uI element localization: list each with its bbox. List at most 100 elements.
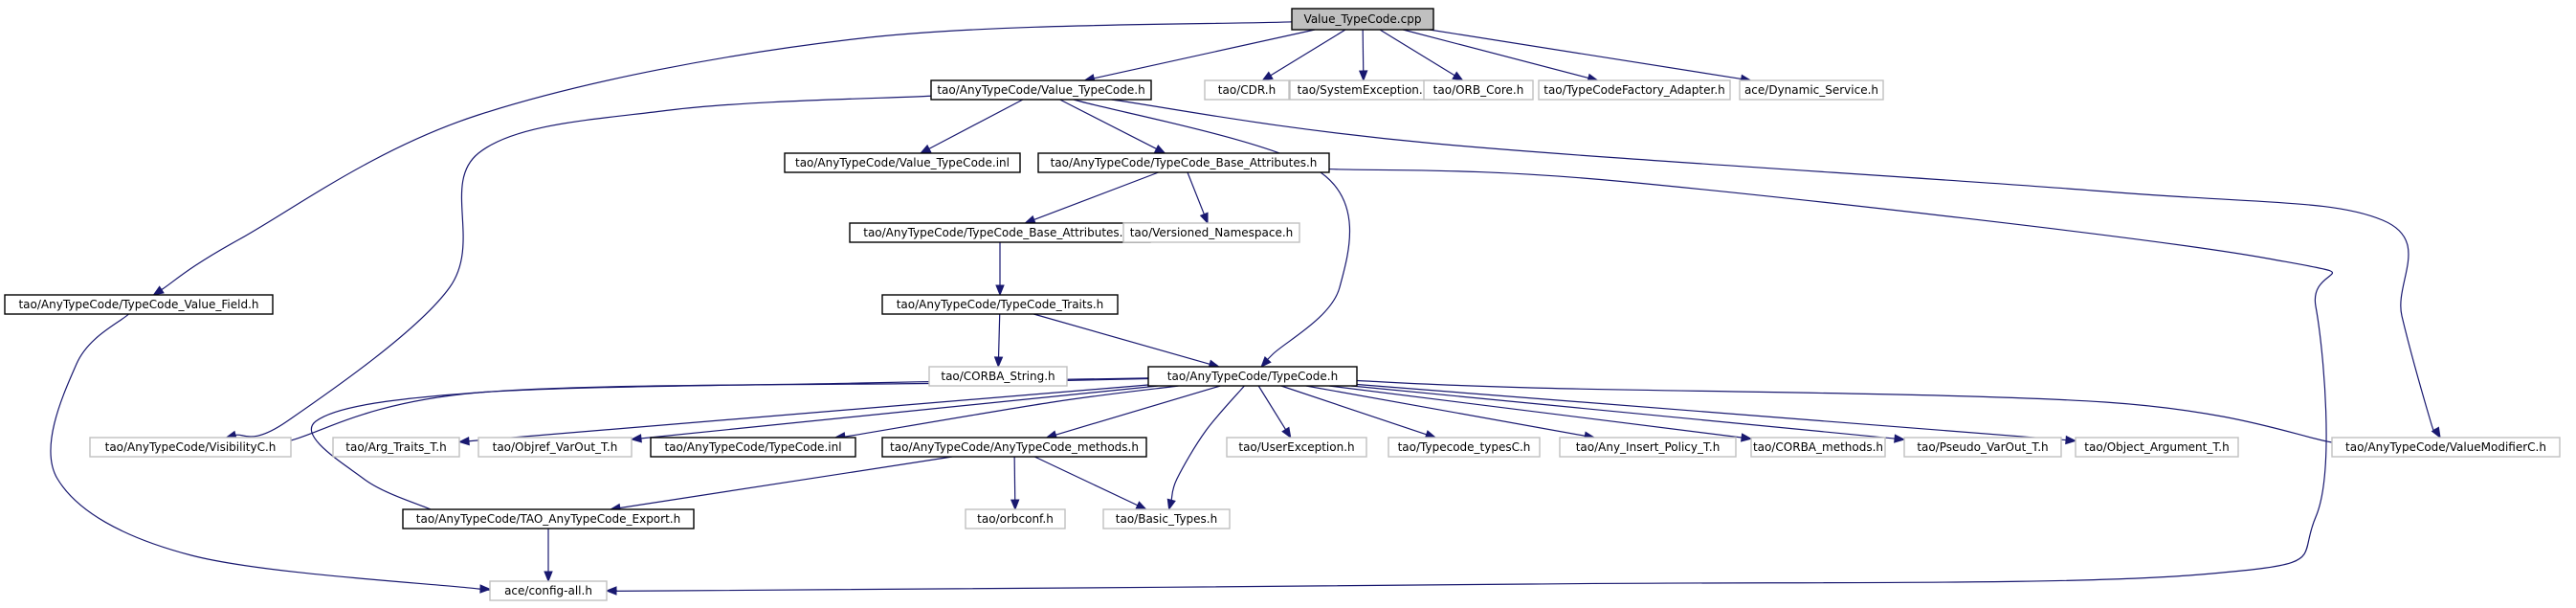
edge-typecode_traits_h-to-typecode_h (1033, 313, 1221, 369)
node-box (477, 437, 633, 458)
node-box (1291, 8, 1434, 31)
node-value-typecode-inl[interactable]: tao/AnyTypeCode/Value_TypeCode.inl (784, 152, 1021, 173)
edge-value_typecode_h-to-value_typecode_inl (919, 99, 1024, 154)
node-typecode-h[interactable]: tao/AnyTypeCode/TypeCode.h (1147, 366, 1358, 387)
node-system-exception-h[interactable]: tao/SystemException.h (1289, 79, 1438, 101)
node-orb-core-h[interactable]: tao/ORB_Core.h (1423, 79, 1534, 101)
node-typecode-factory-adapter-h[interactable]: tao/TypeCodeFactory_Adapter.h (1538, 79, 1731, 101)
node-value-modifier-c-h[interactable]: tao/AnyTypeCode/ValueModifierC.h (2331, 437, 2561, 458)
edge-line (1033, 456, 1139, 507)
edge-arrowhead (1135, 501, 1148, 510)
node-box (1147, 366, 1358, 387)
node-versioned-namespace-h[interactable]: tao/Versioned_Namespace.h (1122, 222, 1300, 243)
edge-arrowhead (1199, 212, 1209, 225)
node-typecode-inl[interactable]: tao/AnyTypeCode/TypeCode.inl (650, 437, 856, 458)
node-config-all-h[interactable]: ace/config-all.h (489, 580, 608, 601)
edge-line (468, 384, 1149, 442)
node-box (4, 294, 274, 315)
node-box (1750, 437, 1886, 458)
node-label: tao/CDR.h (1218, 83, 1276, 97)
edge-typecode_h-to-objref_varout_t_h (630, 385, 1159, 443)
edge-arrowhead (152, 285, 165, 296)
node-label: ace/Dynamic_Service.h (1744, 83, 1878, 97)
node-label: tao/CORBA_String.h (941, 370, 1055, 383)
edge-line (234, 95, 932, 438)
node-anytypecode-methods-h[interactable]: tao/AnyTypeCode/AnyTypeCode_methods.h (881, 437, 1147, 458)
edge-typecode_h-to-user_exception_h (1257, 385, 1292, 439)
node-corba-string-h[interactable]: tao/CORBA_String.h (928, 366, 1068, 387)
edge-typecode_h-to-object_argument_t_h (1356, 383, 2077, 445)
node-box (2075, 437, 2239, 458)
edge-line (587, 168, 2334, 593)
node-box (402, 508, 695, 529)
node-visibility-c-h[interactable]: tao/AnyTypeCode/VisibilityC.h (89, 437, 292, 458)
edge-root-to-orb_core_h (1379, 29, 1464, 81)
node-corba-methods-h[interactable]: tao/CORBA_methods.h (1750, 437, 1886, 458)
edge-line (50, 313, 501, 593)
node-box (89, 437, 292, 458)
edge-base_attributes_h-to-base_attributes_inl (1024, 171, 1159, 224)
edge-line (1362, 29, 1365, 72)
node-root[interactable]: Value_TypeCode.cpp (1291, 8, 1434, 31)
node-base-attributes-inl[interactable]: tao/AnyTypeCode/TypeCode_Base_Attributes… (849, 222, 1151, 243)
edge-arrowhead (2065, 435, 2077, 445)
node-label: tao/SystemException.h (1298, 83, 1431, 97)
node-label: tao/AnyTypeCode/ValueModifierC.h (2345, 440, 2546, 454)
edge-typecode_h-to-export_h (310, 377, 1149, 512)
edge-line (1187, 171, 1205, 214)
edge-typecode_h-to-corba_methods_h (1328, 385, 1753, 442)
edge-value_typecode_h-to-value_modifier_c_h (1111, 99, 2441, 439)
edges-layer (50, 21, 2441, 596)
node-label: tao/CORBA_methods.h (1753, 440, 1883, 454)
edge-line (1403, 29, 1589, 79)
node-pseudo-varout-t-h[interactable]: tao/Pseudo_VarOut_T.h (1903, 437, 2062, 458)
edge-typecode_h-to-pseudo_varout_t_h (1351, 385, 1906, 443)
node-orbconf-h[interactable]: tao/orbconf.h (965, 508, 1066, 529)
node-box (1559, 437, 1737, 458)
node-box (1122, 222, 1300, 243)
node-any-insert-policy-t-h[interactable]: tao/Any_Insert_Policy_T.h (1559, 437, 1737, 458)
edge-arrowhead (1894, 434, 1906, 443)
node-box (881, 437, 1147, 458)
node-cdr-h[interactable]: tao/CDR.h (1204, 79, 1290, 101)
node-user-exception-h[interactable]: tao/UserException.h (1226, 437, 1367, 458)
edge-arrowhead (1260, 356, 1272, 368)
node-export-h[interactable]: tao/AnyTypeCode/TAO_AnyTypeCode_Export.h (402, 508, 695, 529)
node-base-attributes-h[interactable]: tao/AnyTypeCode/TypeCode_Base_Attributes… (1037, 152, 1330, 173)
edge-anytypecode_methods_h-to-basic_types_h (1033, 456, 1148, 510)
node-label: tao/AnyTypeCode/TypeCode_Traits.h (897, 298, 1104, 311)
edge-arrowhead (919, 144, 932, 154)
node-value-typecode-h[interactable]: tao/AnyTypeCode/Value_TypeCode.h (930, 79, 1152, 101)
node-label: tao/Basic_Types.h (1116, 512, 1217, 526)
node-label: Value_TypeCode.cpp (1304, 12, 1422, 26)
edge-line (1033, 313, 1210, 365)
node-objref-varout-t-h[interactable]: tao/Objref_VarOut_T.h (477, 437, 633, 458)
edge-root-to-value_typecode_h (1083, 29, 1316, 83)
edge-arrowhead (457, 436, 470, 446)
node-label: tao/AnyTypeCode/TypeCode_Value_Field.h (18, 298, 258, 311)
edge-arrowhead (1153, 145, 1166, 154)
edge-typecode_h-to-any_insert_policy_t_h (1305, 385, 1596, 440)
node-object-argument-t-h[interactable]: tao/Object_Argument_T.h (2075, 437, 2239, 458)
edge-typecode_h-to-visibility_c_h (276, 377, 1149, 445)
node-value-field-h[interactable]: tao/AnyTypeCode/TypeCode_Value_Field.h (4, 294, 274, 315)
node-box (1538, 79, 1731, 101)
node-arg-traits-t-h[interactable]: tao/Arg_Traits_T.h (332, 437, 460, 458)
node-typecode-types-c-h[interactable]: tao/Typecode_typesC.h (1388, 437, 1541, 458)
node-label: tao/AnyTypeCode/TypeCode_Base_Attributes… (863, 226, 1137, 239)
edge-line (1059, 99, 1157, 149)
edge-arrowhead (1010, 499, 1020, 511)
edge-arrowhead (1452, 71, 1464, 81)
node-label: tao/Pseudo_VarOut_T.h (1917, 440, 2048, 454)
edge-line (928, 99, 1024, 149)
node-box (2331, 437, 2561, 458)
edge-line (1356, 383, 2067, 441)
node-box (332, 437, 460, 458)
node-box (1739, 79, 1884, 101)
edge-typecode_h-to-arg_traits_t_h (457, 384, 1149, 446)
node-typecode-traits-h[interactable]: tao/AnyTypeCode/TypeCode_Traits.h (881, 294, 1119, 315)
node-basic-types-h[interactable]: tao/Basic_Types.h (1102, 508, 1231, 529)
edge-line (1094, 29, 1316, 79)
node-box (1903, 437, 2062, 458)
node-dynamic-service-h[interactable]: ace/Dynamic_Service.h (1739, 79, 1884, 101)
